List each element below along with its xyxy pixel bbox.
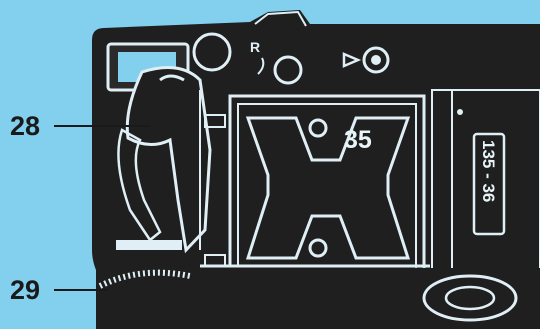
sprocket-bar [116,240,182,250]
callout-29: 29 [10,277,40,304]
shutter-dial [194,34,230,70]
film-plane-target-inner [371,55,381,65]
callout-28: 28 [10,113,40,140]
chamber-number: 35 [344,126,372,154]
symbol-r: R [250,39,260,55]
film-type-label: 135 - 36 [479,140,498,202]
takeup-screw [457,109,463,115]
